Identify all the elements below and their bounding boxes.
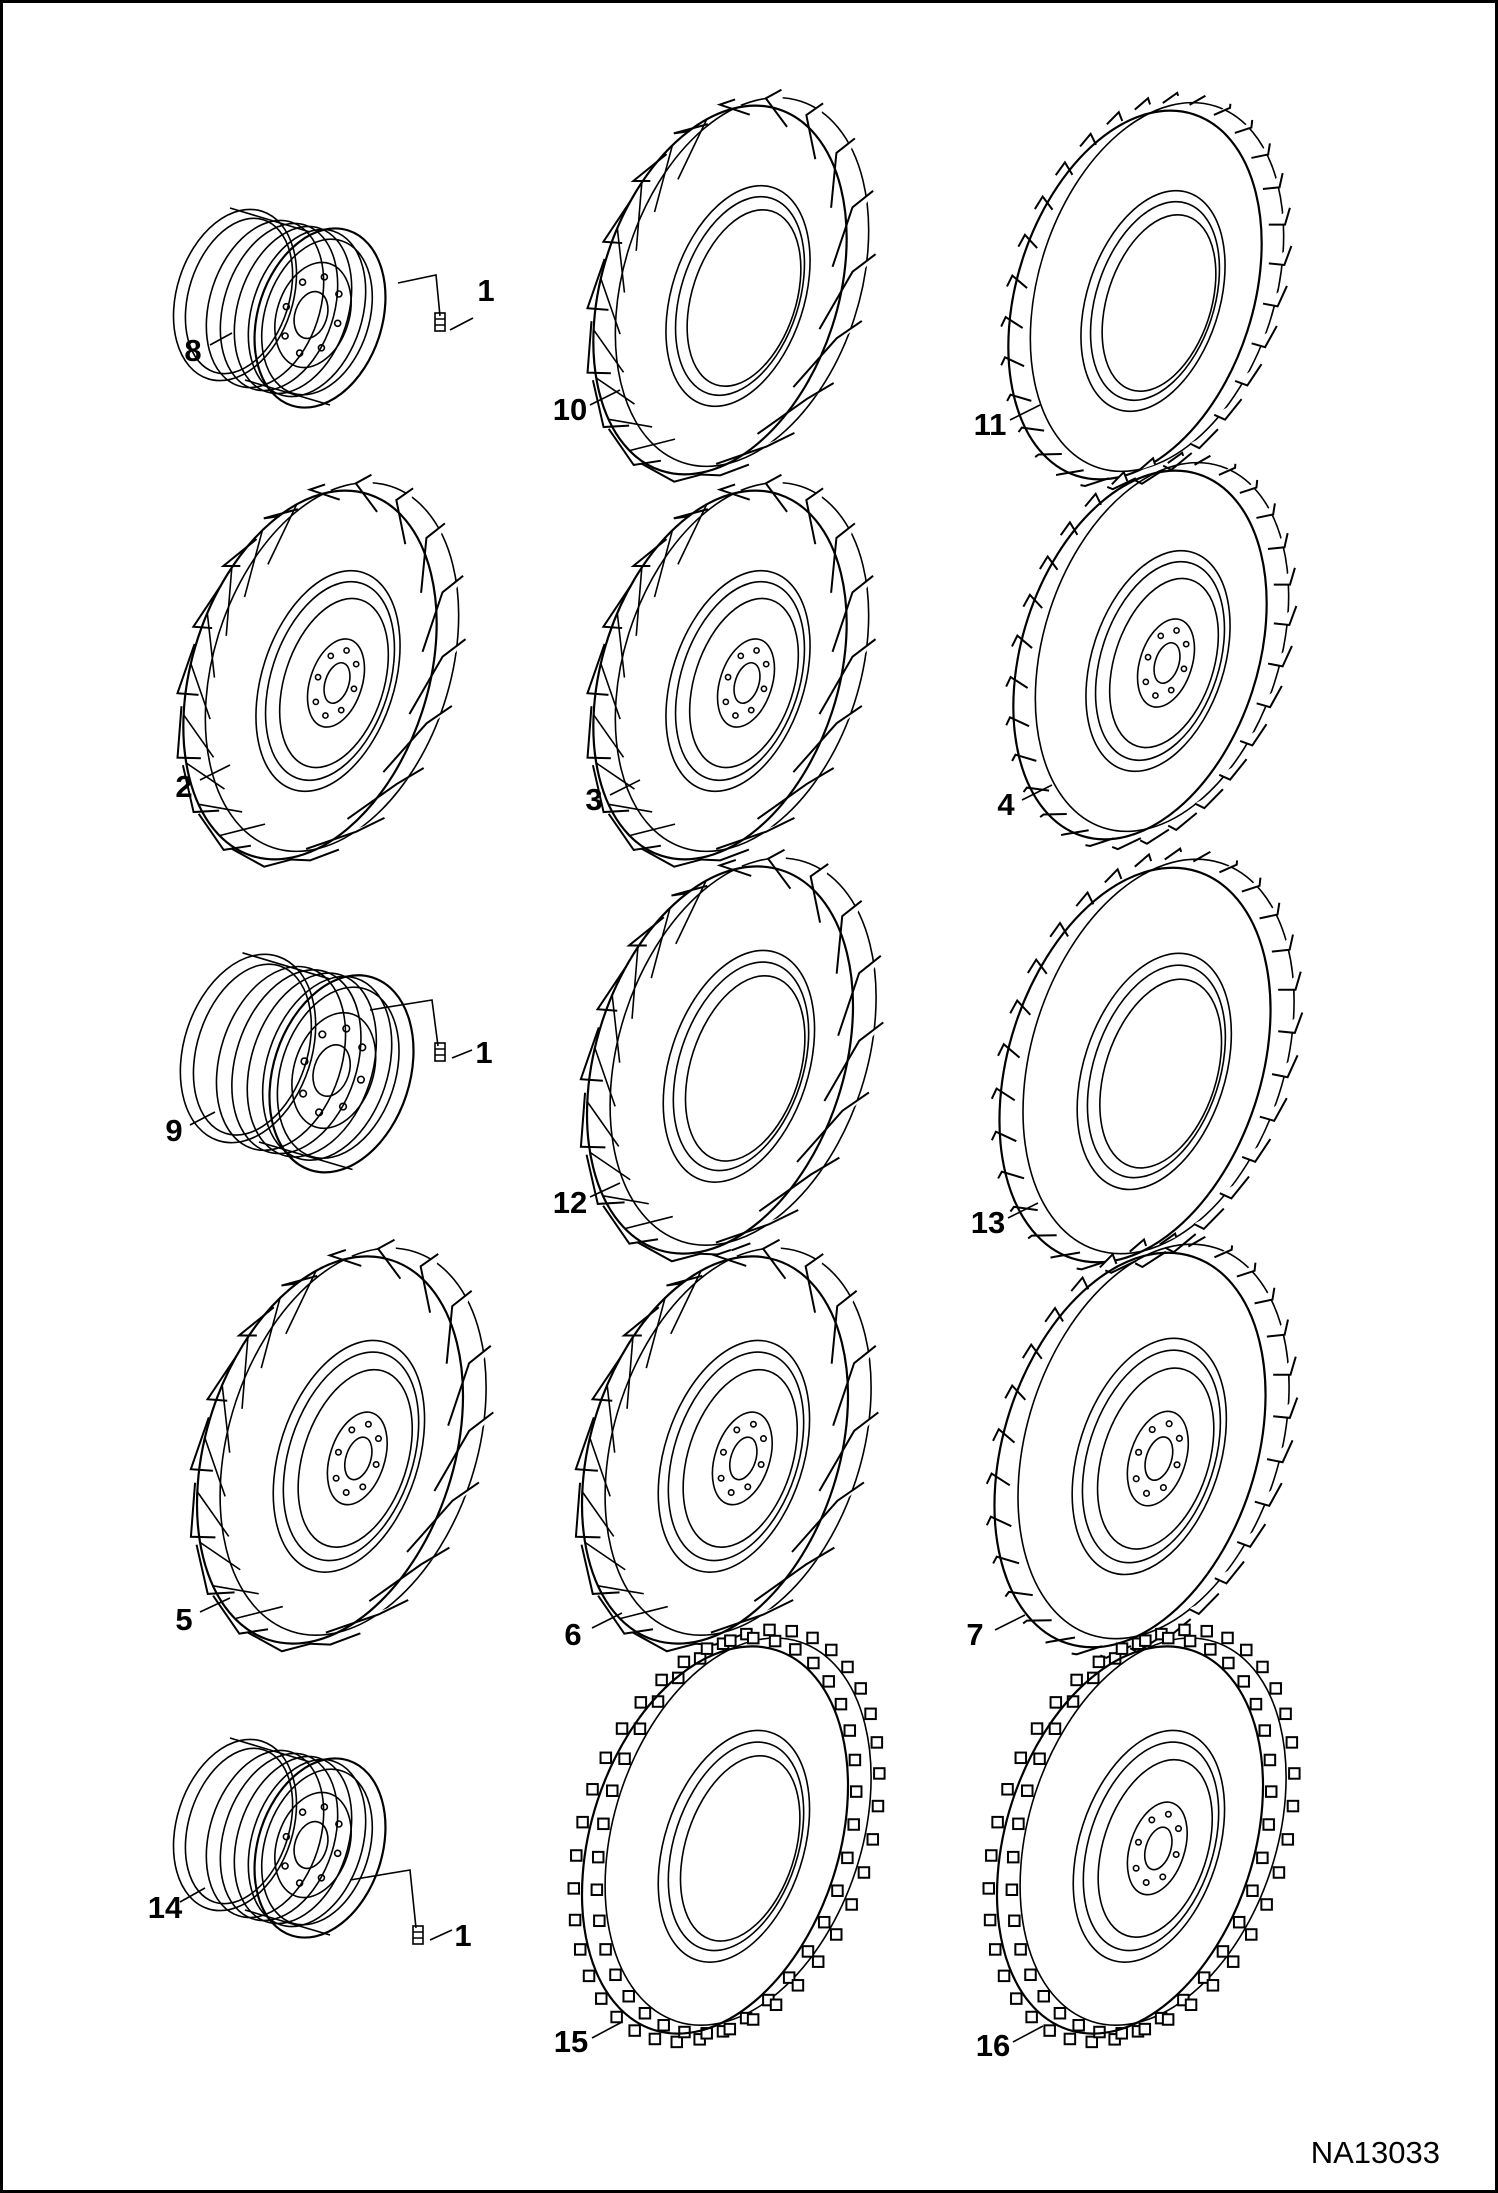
callout-10: 10 xyxy=(553,392,587,427)
part-tire-12: 12 xyxy=(553,848,884,1263)
callout-7: 7 xyxy=(966,1617,983,1652)
callout-1: 1 xyxy=(475,1035,492,1070)
leader-line xyxy=(994,1614,1026,1631)
part-tire-15: 15 xyxy=(554,1623,886,2059)
leader-line xyxy=(591,2021,623,2039)
callout-16: 16 xyxy=(976,2028,1010,2063)
leader-line xyxy=(449,317,474,331)
callout-5: 5 xyxy=(175,1602,192,1637)
callout-11: 11 xyxy=(974,407,1007,442)
leader-line xyxy=(199,1597,231,1613)
callout-4: 4 xyxy=(997,787,1015,822)
hardware-line xyxy=(397,274,441,317)
part-tire-7: 7 xyxy=(966,1232,1299,1659)
leader-line xyxy=(609,779,641,796)
callout-6: 6 xyxy=(564,1617,581,1652)
leader-line xyxy=(429,1929,453,1941)
part-tire-16: 16 xyxy=(976,1623,1301,2063)
callout-15: 15 xyxy=(554,2024,588,2059)
part-tire-2: 2 xyxy=(175,473,467,868)
leader-line xyxy=(199,764,231,781)
hardware-line xyxy=(369,999,439,1047)
callout-9: 9 xyxy=(165,1113,182,1148)
callout-13: 13 xyxy=(971,1205,1005,1240)
leader-line xyxy=(589,1182,621,1198)
leader-line xyxy=(1012,2025,1044,2043)
part-tire-10: 10 xyxy=(553,88,877,483)
part-tire-5: 5 xyxy=(175,1238,494,1653)
callout-12: 12 xyxy=(553,1185,587,1220)
callout-14: 14 xyxy=(148,1890,183,1925)
leader-line xyxy=(1007,1202,1039,1219)
part-tire-13: 13 xyxy=(971,847,1304,1274)
leader-line xyxy=(1021,784,1053,801)
leader-line xyxy=(189,1111,216,1126)
part-rim-9: 91 xyxy=(165,952,493,1174)
figure-id-label: NA13033 xyxy=(1311,2135,1440,2170)
leader-line xyxy=(179,1887,206,1903)
part-tire-3: 3 xyxy=(585,473,877,868)
leader-line xyxy=(451,1049,473,1059)
callout-3: 3 xyxy=(585,782,602,817)
callout-2: 2 xyxy=(175,769,192,804)
callout-1: 1 xyxy=(477,273,494,308)
leader-line xyxy=(589,389,621,406)
leader-line xyxy=(209,332,233,346)
part-tire-11: 11 xyxy=(974,91,1293,491)
callout-1: 1 xyxy=(454,1918,471,1953)
hardware-line xyxy=(349,1869,417,1929)
leader-line xyxy=(1009,404,1041,421)
part-tire-4: 4 xyxy=(997,451,1298,851)
part-rim-8: 81 xyxy=(172,207,495,409)
leader-line xyxy=(591,1612,623,1629)
callout-8: 8 xyxy=(184,333,201,368)
part-rim-14: 14 1 xyxy=(148,1737,472,1953)
